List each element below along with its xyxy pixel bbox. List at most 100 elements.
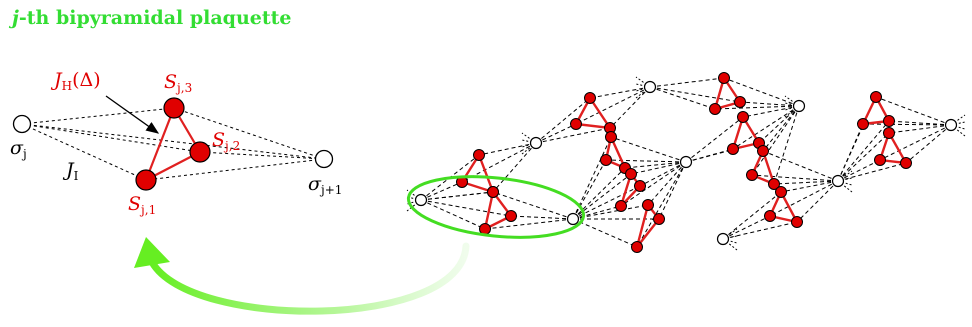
lattice-bond (420, 199, 512, 217)
lattice (406, 72, 966, 253)
lattice-bond (722, 191, 782, 240)
lattice-stub (784, 95, 800, 107)
lattice-red-spin (768, 178, 780, 190)
lattice-dashed-bonds (420, 77, 952, 248)
lattice-bond (535, 127, 611, 144)
lattice-bond (478, 142, 537, 156)
lattice-triangle (483, 189, 513, 232)
lattice-bond (888, 120, 952, 126)
lattice-triangle (860, 94, 891, 126)
lattice-red-spin (737, 111, 749, 123)
lattice-bond (572, 159, 607, 220)
lattice-bond (636, 161, 687, 248)
lattice-open-spin (679, 155, 693, 169)
lattice-bond (492, 191, 574, 220)
label-s-j2: Sj,2 (212, 129, 240, 153)
lattice-bond (420, 199, 486, 230)
lattice-bond (742, 105, 800, 118)
lattice-triangle (604, 133, 628, 171)
lattice-bond (837, 120, 890, 182)
lattice-red-spin (900, 157, 912, 169)
lattice-bond (649, 77, 725, 88)
spin-s-j1 (135, 169, 157, 191)
lattice-bond (610, 136, 687, 163)
lattice-stub (521, 142, 537, 148)
lattice-triangle (750, 147, 776, 187)
lattice-red-spin (746, 169, 758, 181)
lattice-open-spin (566, 212, 580, 226)
lattice-stub (635, 86, 651, 99)
lattice-red-spin (631, 241, 643, 253)
lattice-red-spin (653, 213, 665, 225)
lattice-stub (950, 124, 966, 130)
lattice-triangle (460, 152, 496, 194)
lattice-bond (624, 161, 687, 169)
lattice-red-spin (709, 103, 721, 115)
lattice-open-spin (414, 193, 428, 207)
lattice-stub (521, 132, 537, 144)
lattice-bond (685, 142, 760, 163)
lattice-triangle (768, 189, 800, 224)
lattice-red-spin (570, 118, 582, 130)
lattice-bond (905, 124, 952, 164)
lattice-red-spin (727, 143, 739, 155)
lattice-stub (406, 189, 422, 201)
lattice-red-spin (605, 131, 617, 143)
lattice-open-spin (831, 174, 845, 188)
lattice-red-spin (883, 115, 895, 127)
lattice-bond (658, 161, 687, 220)
label-sigma-j: σj (10, 137, 27, 161)
lattice-bond (589, 86, 651, 99)
lattice-red-spin (615, 200, 627, 212)
lattice-red-spin (791, 216, 803, 228)
label-s-j1: Sj,1 (128, 193, 156, 217)
lattice-bond (758, 105, 800, 144)
plaquette-triangle (143, 105, 202, 183)
lattice-bond (739, 101, 800, 107)
lattice-bond (722, 215, 771, 240)
lattice-bond (862, 123, 952, 126)
lattice-triangles (456, 72, 912, 253)
green-arrowhead (134, 237, 170, 268)
lattice-bond (649, 86, 741, 103)
lattice-bond (492, 142, 537, 193)
lattice-stub (722, 228, 738, 240)
lattice-stub (837, 170, 853, 182)
lattice-bond (751, 174, 839, 182)
lattice-red-spin (775, 186, 787, 198)
lattice-bond (620, 161, 687, 207)
lattice-bond (639, 161, 687, 187)
lattice-bond (780, 180, 839, 193)
label-sigma-j1: σj+1 (308, 173, 342, 197)
lattice-bond (535, 123, 577, 144)
lattice-red-spin (757, 145, 769, 157)
jh-pointer-arrow (105, 95, 160, 134)
lattice-bond (420, 181, 463, 201)
lattice-bond (572, 218, 638, 248)
title-rest: -th bipyramidal plaquette (18, 7, 292, 29)
lattice-stub (635, 86, 651, 92)
lattice-red-spin (600, 154, 612, 166)
lattice-bond (837, 162, 907, 182)
lattice-triangle (731, 114, 761, 151)
lattice-triangle (878, 130, 909, 165)
lattice-red-spin (473, 149, 485, 161)
lattice-red-spin (734, 96, 746, 108)
label-jh: JH(Δ) (50, 69, 101, 93)
lattice-bond (572, 167, 626, 220)
lattice-stub (837, 180, 853, 186)
title-j: j (12, 7, 19, 29)
lattice-bond (420, 191, 494, 201)
lattice-bond (888, 124, 952, 134)
lattice-bond (796, 180, 839, 223)
lattice-bond (647, 161, 687, 206)
lattice-triangle (635, 202, 661, 248)
lattice-bond (510, 215, 574, 220)
lattice-red-spin (764, 210, 776, 222)
lattice-bond (723, 77, 800, 107)
lattice-open-spin (944, 118, 958, 132)
lattice-bond (769, 180, 839, 217)
lattice-open-spin (792, 99, 806, 113)
spin-sigma-j (12, 114, 32, 134)
